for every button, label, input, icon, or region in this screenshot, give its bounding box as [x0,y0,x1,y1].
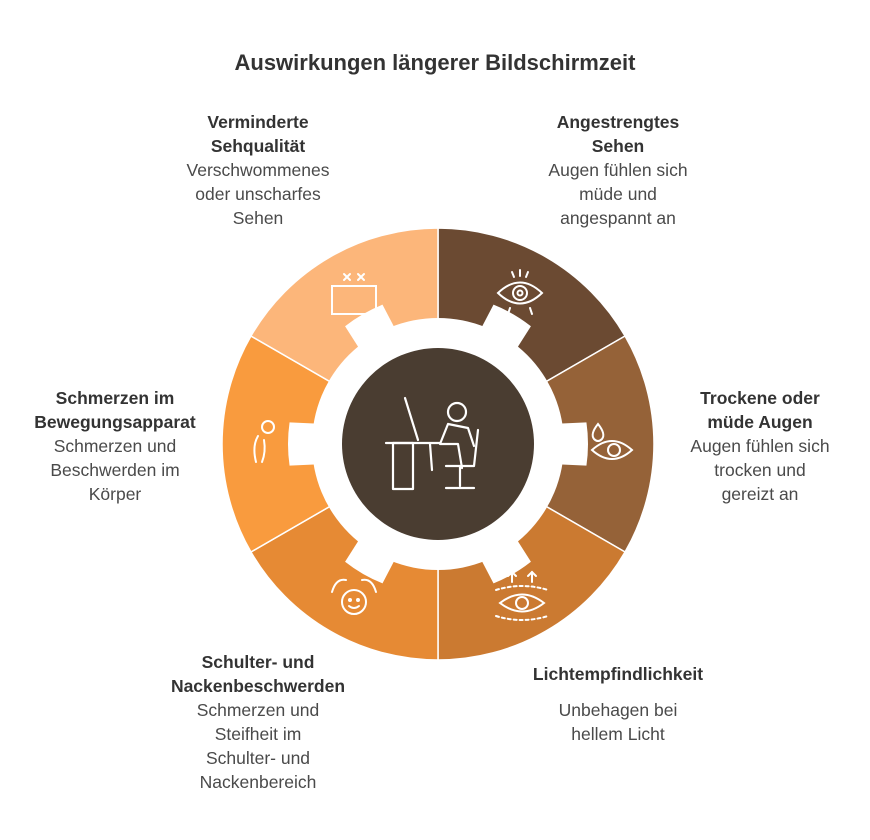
dry-eye-drop-icon [590,422,634,460]
page-title: Auswirkungen längerer Bildschirmzeit [234,50,636,75]
segment-label-strained-vision: Angestrengtes Sehen Augen fühlen sich mü… [488,110,748,230]
segment-description: Augen fühlen sich trocken und gereizt an [690,436,830,504]
blurry-screen-icon [331,273,377,315]
segment-description: Verschwommenes oder unscharfes Sehen [186,160,330,228]
inner-notch [479,536,531,584]
inner-notch [479,304,531,352]
inner-notch [345,304,397,352]
segment-description: Schmerzen und Beschwerden im Körper [50,436,180,504]
segment-description: Unbehagen bei hellem Licht [558,700,678,744]
segment-label-reduced-vision: Verminderte Sehqualität Verschwommenes o… [128,110,388,230]
segment-label-dry-eyes: Trockene oder müde Augen Augen fühlen si… [660,386,860,506]
segment-description: Augen fühlen sich müde und angespannt an [548,160,688,228]
body-pain-icon [253,420,275,463]
segment-heading: Trockene oder müde Augen [700,388,820,432]
inner-notch [345,536,397,584]
light-sensitive-eye-icon [495,570,549,621]
person-at-computer-desk-icon [384,396,480,491]
segment-heading: Angestrengtes Sehen [556,112,680,156]
segment-label-light-sensitivity: Lichtempfindlichkeit Unbehagen bei helle… [498,662,738,746]
inner-notch [288,422,320,466]
segment-heading: Schmerzen im Bewegungsapparat [34,388,196,432]
shoulder-massage-icon [331,578,377,615]
inner-notch [556,422,588,466]
segment-heading: Schulter- und Nackenbeschwerden [170,652,346,696]
segment-description: Schmerzen und Steifheit im Schulter- und… [196,700,320,792]
segment-heading: Lichtempfindlichkeit [532,664,704,684]
strained-eye-icon [496,269,544,315]
segment-heading: Verminderte Sehqualität [207,112,309,156]
segment-label-musculoskeletal: Schmerzen im Bewegungsapparat Schmerzen … [10,386,220,506]
segment-label-shoulder-neck: Schulter- und Nackenbeschwerden Schmerze… [138,650,378,794]
